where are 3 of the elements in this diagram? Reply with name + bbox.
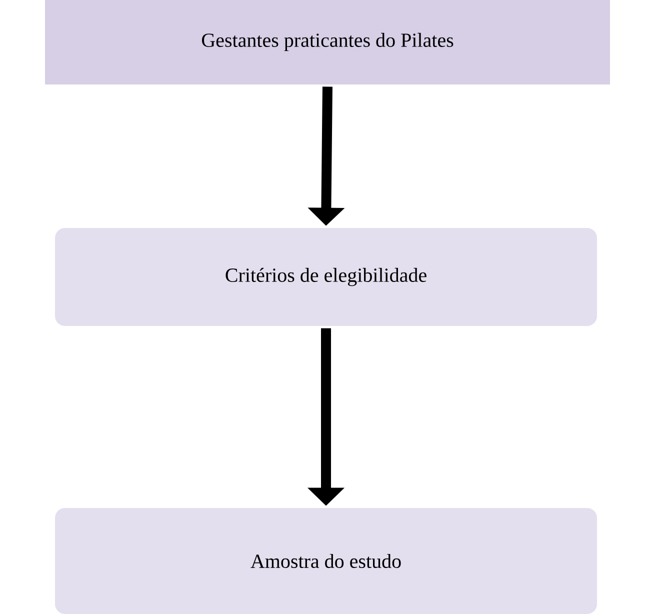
process-box: Gestantes praticantes do Pilates <box>45 0 610 84</box>
process-box: Amostra do estudo <box>55 508 597 614</box>
process-box: Critérios de elegibilidade <box>55 228 597 326</box>
